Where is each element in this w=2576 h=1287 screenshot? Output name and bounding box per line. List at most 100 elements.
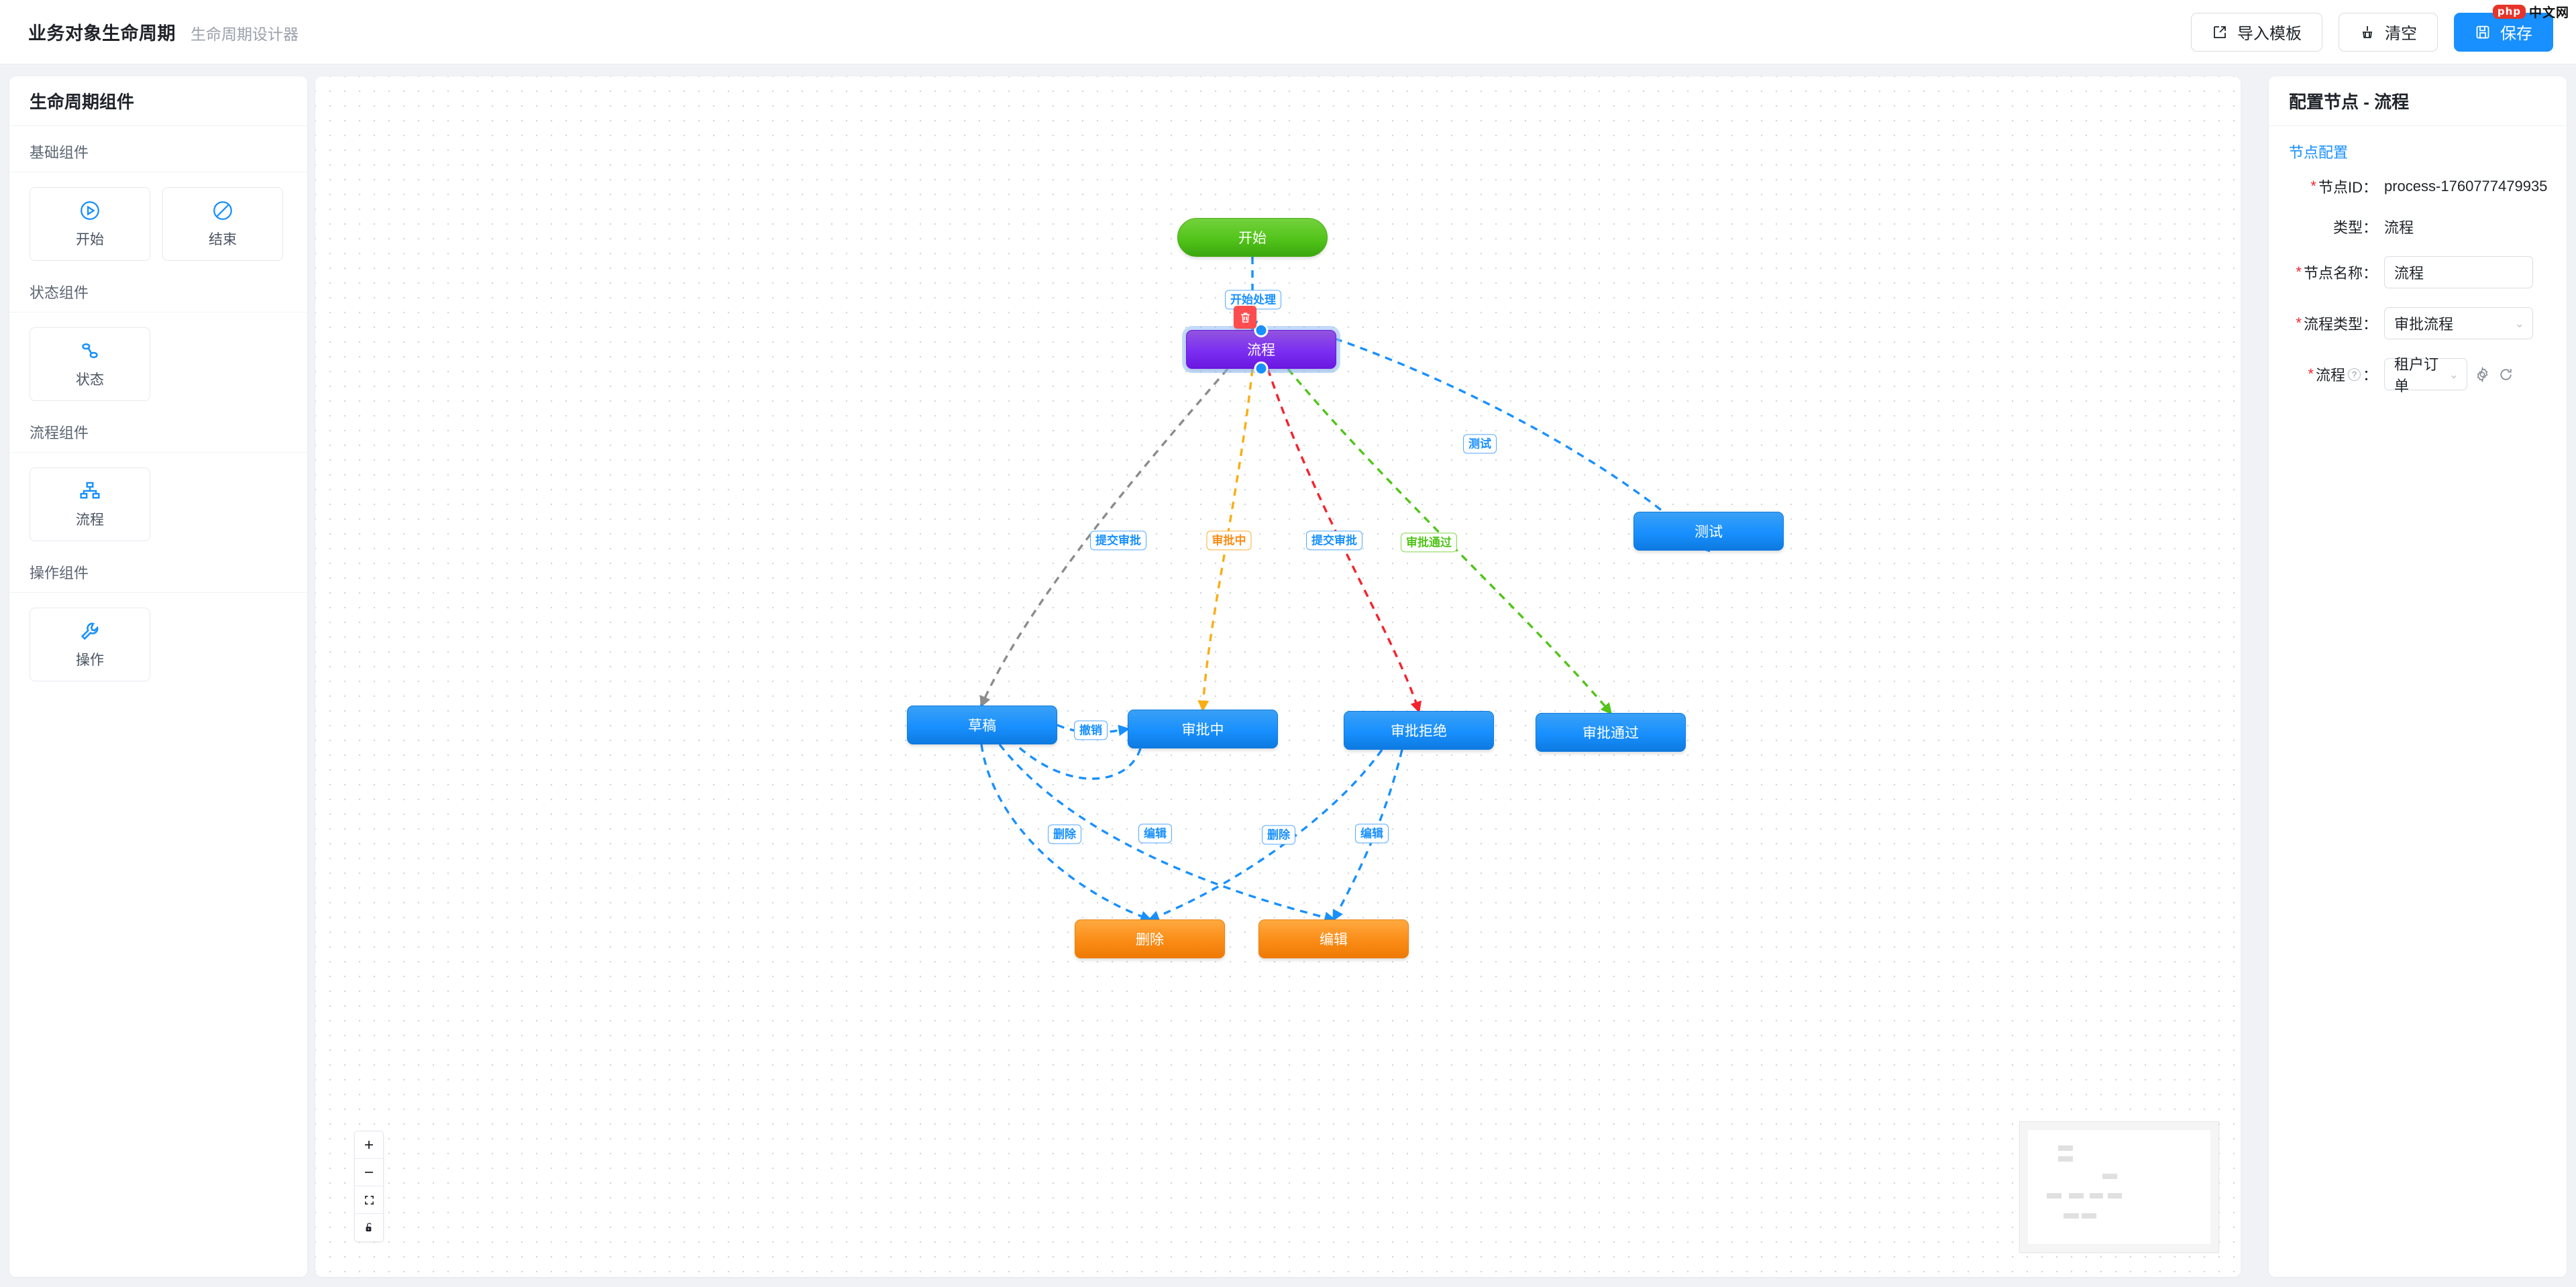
flow-value: 租户订单 bbox=[2394, 356, 2439, 394]
wrench-icon bbox=[80, 622, 99, 640]
help-icon[interactable]: ? bbox=[2347, 368, 2361, 381]
edge-label-2[interactable]: 提交审批 bbox=[1090, 530, 1146, 551]
required-mark: * bbox=[2310, 178, 2316, 194]
node-name-input[interactable]: 流程 bbox=[2384, 256, 2533, 288]
minimap-node-0 bbox=[2058, 1145, 2073, 1151]
group-title-state: 状态组件 bbox=[9, 266, 307, 313]
zoom-out-button[interactable] bbox=[355, 1159, 383, 1186]
node-name-label-text: 节点名称： bbox=[2303, 265, 2377, 282]
minimap-viewport bbox=[2028, 1130, 2210, 1244]
form-row-node-name: * 节点名称： 流程 bbox=[2269, 247, 2567, 298]
minimap-node-6 bbox=[2108, 1193, 2122, 1198]
minimap-node-4 bbox=[2069, 1193, 2084, 1198]
node-inspector-panel: 配置节点 - 流程 节点配置 * 节点ID： process-176077747… bbox=[2269, 76, 2567, 1277]
flow-type-value: 审批流程 bbox=[2394, 316, 2454, 333]
flow-colon: ： bbox=[2362, 367, 2377, 384]
palette-item-operation[interactable]: 操作 bbox=[30, 608, 150, 681]
palette-item-start[interactable]: 开始 bbox=[30, 187, 150, 261]
flow-node-edit[interactable]: 编辑 bbox=[1258, 919, 1409, 958]
flow-type-select[interactable]: 审批流程 ⌄ bbox=[2384, 307, 2533, 339]
flow-node-test[interactable]: 测试 bbox=[1633, 512, 1784, 551]
edge-label-3[interactable]: 审批中 bbox=[1206, 530, 1252, 551]
flow-canvas[interactable]: 开始流程草稿审批中审批拒绝审批通过测试删除编辑 开始处理测试提交审批审批中提交审… bbox=[315, 76, 2241, 1277]
import-template-button[interactable]: 导入模板 bbox=[2191, 12, 2322, 52]
plus-icon bbox=[365, 1141, 373, 1149]
minimap-node-7 bbox=[2063, 1213, 2079, 1219]
palette-item-state[interactable]: 状态 bbox=[30, 327, 150, 401]
flow-select[interactable]: 租户订单 ⌄ bbox=[2384, 356, 2467, 394]
flow-label-text: 流程 bbox=[2315, 367, 2345, 384]
palette-state: 状态 bbox=[9, 313, 307, 406]
zoom-in-button[interactable] bbox=[355, 1131, 383, 1159]
minimap-node-3 bbox=[2047, 1193, 2061, 1198]
palette-label-process: 流程 bbox=[76, 512, 104, 528]
chevron-down-icon: ⌄ bbox=[2449, 368, 2459, 381]
clear-button[interactable]: 清空 bbox=[2339, 12, 2438, 52]
flow-node-rejected[interactable]: 审批拒绝 bbox=[1344, 711, 1494, 750]
palette-item-process[interactable]: 流程 bbox=[30, 467, 150, 541]
header-left: 业务对象生命周期 生命周期设计器 bbox=[28, 19, 299, 45]
zoom-toolbar bbox=[354, 1131, 384, 1242]
edge-label-1[interactable]: 测试 bbox=[1463, 434, 1497, 454]
stop-circle-icon bbox=[213, 201, 232, 220]
edge-label-8[interactable]: 编辑 bbox=[1138, 824, 1172, 844]
fit-view-button[interactable] bbox=[355, 1186, 383, 1214]
node-id-label: * 节点ID： bbox=[2269, 176, 2377, 197]
save-icon bbox=[2476, 25, 2489, 38]
flow-label: * 流程 ? ： bbox=[2269, 363, 2377, 385]
flow-node-label: 审批通过 bbox=[1582, 726, 1639, 741]
play-circle-icon bbox=[80, 201, 99, 220]
flow-node-label: 流程 bbox=[1247, 343, 1275, 358]
import-template-label: 导入模板 bbox=[2237, 25, 2302, 43]
edge-label-9[interactable]: 删除 bbox=[1262, 825, 1295, 845]
connection-handle-bottom[interactable] bbox=[1254, 361, 1269, 376]
minimap-node-2 bbox=[2102, 1174, 2117, 1179]
minimap[interactable] bbox=[2019, 1121, 2219, 1253]
flow-node-label: 草稿 bbox=[968, 718, 996, 734]
edge-label-4[interactable]: 提交审批 bbox=[1306, 530, 1362, 551]
edge-label-10[interactable]: 编辑 bbox=[1355, 824, 1389, 844]
node-config-link[interactable]: 节点配置 bbox=[2289, 144, 2349, 161]
type-value: 流程 bbox=[2384, 219, 2414, 236]
flow-node-delete[interactable]: 删除 bbox=[1075, 919, 1225, 958]
required-mark: * bbox=[2296, 315, 2302, 331]
flow-node-draft[interactable]: 草稿 bbox=[907, 706, 1057, 744]
connection-handle-top[interactable] bbox=[1254, 323, 1269, 337]
trash-icon bbox=[1240, 312, 1250, 323]
node-id-value: process-1760777479935 bbox=[2384, 178, 2548, 194]
minimap-node-8 bbox=[2082, 1213, 2096, 1219]
edge-label-6[interactable]: 撤销 bbox=[1074, 720, 1108, 740]
lock-button[interactable] bbox=[355, 1214, 383, 1241]
flow-node-start[interactable]: 开始 bbox=[1177, 218, 1328, 257]
import-icon bbox=[2214, 25, 2226, 38]
flow-refresh-button[interactable] bbox=[2498, 366, 2514, 383]
inspector-title: 配置节点 - 流程 bbox=[2269, 76, 2567, 126]
save-button[interactable]: 保存 bbox=[2454, 12, 2553, 52]
delete-edge-button[interactable] bbox=[1234, 306, 1256, 329]
edge-label-7[interactable]: 删除 bbox=[1048, 824, 1081, 844]
group-title-operation: 操作组件 bbox=[9, 547, 307, 593]
sidebar-title: 生命周期组件 bbox=[9, 76, 307, 126]
palette-label-end: 结束 bbox=[209, 232, 237, 247]
flow-node-approved[interactable]: 审批通过 bbox=[1536, 713, 1686, 752]
form-row-flow: * 流程 ? ： 租户订单 ⌄ bbox=[2269, 349, 2567, 400]
app-header: 业务对象生命周期 生命周期设计器 导入模板 清空 保存 php 中文网 bbox=[0, 0, 2576, 64]
flow-type-label-text: 流程类型： bbox=[2303, 316, 2377, 333]
page-title: 业务对象生命周期 bbox=[28, 23, 176, 44]
group-title-basic: 基础组件 bbox=[9, 126, 307, 172]
form-row-flow-type: * 流程类型： 审批流程 ⌄ bbox=[2269, 298, 2567, 349]
clear-label: 清空 bbox=[2385, 25, 2417, 43]
edge-label-5[interactable]: 审批通过 bbox=[1401, 533, 1457, 553]
broom-icon bbox=[2362, 25, 2373, 38]
flow-node-label: 编辑 bbox=[1320, 932, 1348, 948]
flow-node-process[interactable]: 流程 bbox=[1186, 323, 1336, 376]
flow-type-label: * 流程类型： bbox=[2269, 313, 2377, 334]
form-row-type: 类型： 流程 bbox=[2269, 207, 2567, 247]
palette-label-start: 开始 bbox=[76, 232, 104, 247]
flow-settings-button[interactable] bbox=[2474, 366, 2491, 383]
component-sidebar: 生命周期组件 基础组件 开始 结束 状态组件 状态 流程组件 bbox=[9, 76, 307, 1277]
chevron-down-icon: ⌄ bbox=[2514, 317, 2524, 330]
palette-operation: 操作 bbox=[9, 593, 307, 687]
palette-item-end[interactable]: 结束 bbox=[162, 187, 283, 261]
flow-node-approving[interactable]: 审批中 bbox=[1128, 710, 1278, 748]
